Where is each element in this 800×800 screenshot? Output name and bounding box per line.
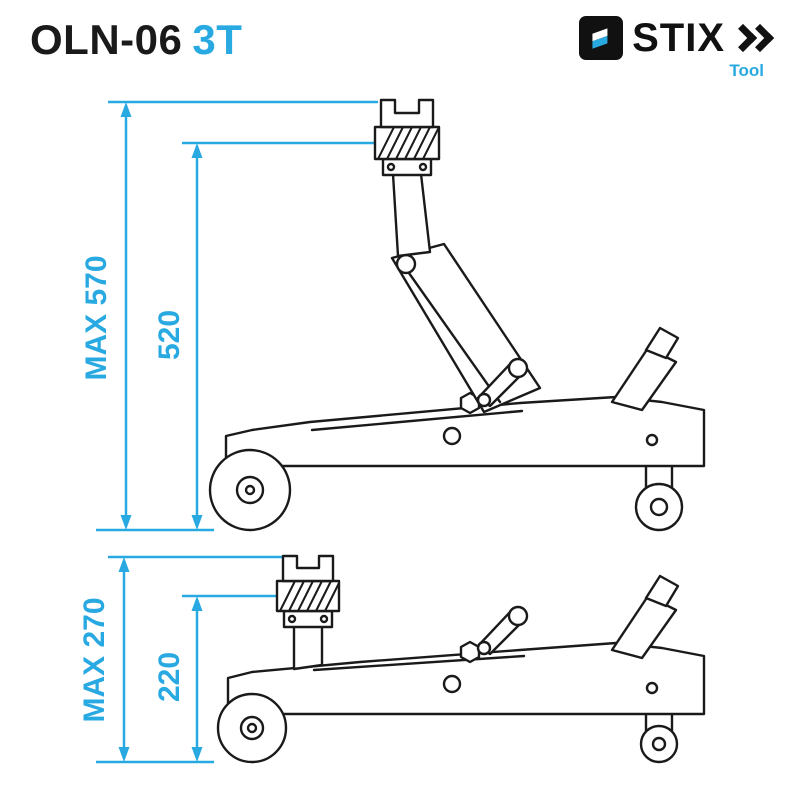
brand-name: STIX bbox=[632, 16, 725, 60]
saddle-stem bbox=[292, 624, 324, 671]
arrowhead-icon bbox=[120, 102, 132, 117]
lift-arm bbox=[390, 242, 542, 414]
capacity-label: 3T bbox=[192, 16, 243, 63]
dimension-arrows-raised bbox=[96, 100, 378, 532]
brand-tagline: Tool bbox=[729, 61, 764, 80]
dimension-arrows-lowered bbox=[96, 555, 283, 764]
jack-drawing-raised bbox=[208, 98, 706, 532]
dim-label-saddle-raised: 520 bbox=[153, 309, 186, 361]
release-lever bbox=[476, 605, 529, 656]
front-wheel bbox=[216, 692, 288, 764]
brand-logo: STIX Tool bbox=[579, 16, 775, 81]
brand-logo-row: STIX bbox=[579, 16, 775, 60]
pump-hex-nut bbox=[459, 640, 481, 664]
arrowhead-icon bbox=[191, 747, 203, 762]
saddle-pad-ribs bbox=[377, 126, 440, 160]
chassis bbox=[226, 641, 706, 716]
dim-label-saddle-lowered: 220 bbox=[153, 651, 186, 703]
rear-caster bbox=[634, 464, 684, 532]
arrowhead-icon bbox=[191, 515, 203, 530]
release-lever bbox=[476, 357, 529, 408]
stix-cube-icon bbox=[592, 28, 608, 49]
arrowhead-icon bbox=[120, 515, 132, 530]
handle-socket bbox=[610, 574, 680, 660]
arrowhead-icon bbox=[118, 557, 130, 572]
arrowhead-icon bbox=[118, 747, 130, 762]
saddle bbox=[373, 98, 441, 177]
jack-drawing-lowered bbox=[216, 554, 706, 764]
saddle-stem bbox=[391, 172, 432, 258]
front-wheel bbox=[208, 448, 292, 532]
model-number: OLN-06 bbox=[30, 16, 183, 63]
logo-chevrons bbox=[728, 23, 775, 53]
handle-socket bbox=[610, 326, 680, 412]
chevron-right-icon bbox=[745, 23, 775, 53]
arrowhead-icon bbox=[191, 596, 203, 611]
saddle-pad-ribs bbox=[279, 580, 340, 612]
dim-label-overall-raised: MAX 570 bbox=[80, 255, 113, 381]
stix-logo-icon bbox=[579, 16, 624, 60]
arrowhead-icon bbox=[191, 143, 203, 158]
rear-caster bbox=[639, 712, 679, 764]
saddle bbox=[275, 554, 341, 629]
dim-label-overall-lowered: MAX 270 bbox=[78, 597, 111, 723]
